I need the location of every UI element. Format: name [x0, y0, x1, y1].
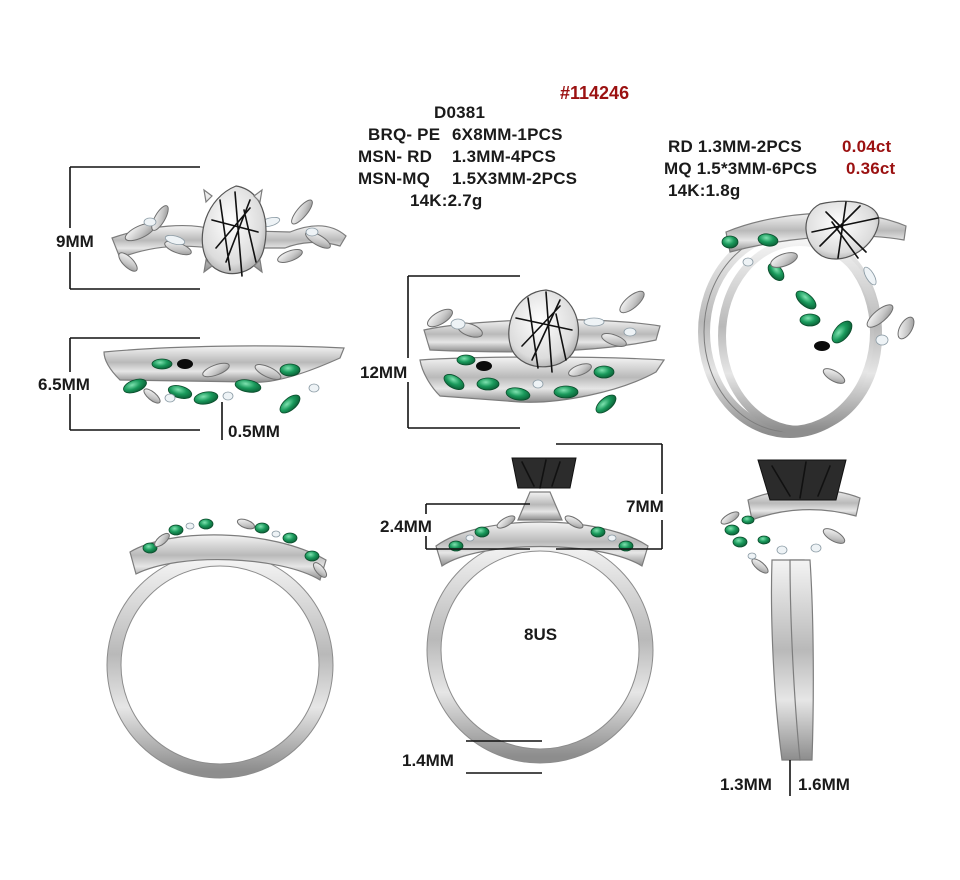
band-metal-weight: 14K:1.8g: [668, 181, 741, 200]
top-view-ring: [111, 185, 347, 277]
set-side-view: [419, 289, 666, 414]
profile-depth-label: 2.4MM: [380, 517, 432, 536]
main-ring-metal-weight: 14K:2.7g: [410, 191, 483, 210]
spec-row-prefix: MSN- RD: [358, 147, 433, 166]
spec-row-value: 1.5X3MM-2PCS: [452, 169, 578, 188]
band-spec-row: RD 1.3MM-2PCS: [668, 137, 802, 156]
top-height-label: 9MM: [56, 232, 94, 251]
set-height-label: 12MM: [360, 363, 408, 382]
shank-width-label: 1.4MM: [402, 751, 454, 770]
band-front-view: [106, 518, 334, 779]
shank-width-bracket: [466, 740, 542, 774]
design-code: D0381: [434, 103, 486, 122]
band-height-bracket: [69, 337, 223, 440]
band-height-label: 6.5MM: [38, 375, 90, 394]
ring-size-label: 8US: [524, 625, 558, 644]
side-ring-width-label: 1.6MM: [798, 775, 850, 794]
setting-height-bracket: [556, 443, 663, 550]
spec-row-prefix: BRQ- PE: [368, 125, 441, 144]
side-profile-view: [720, 459, 861, 761]
ring-front-view: [426, 457, 654, 764]
band-spec-carat: 0.04ct: [842, 137, 892, 156]
perspective-view: [698, 200, 915, 438]
band-spec-row: MQ 1.5*3MM-6PCS: [664, 159, 818, 178]
band-thickness-label: 0.5MM: [228, 422, 280, 441]
product-number: #114246: [560, 83, 630, 103]
top-height-bracket: [69, 166, 200, 290]
band-side-view: [103, 345, 345, 414]
profile-depth-bracket: [425, 503, 530, 550]
spec-row-value: 6X8MM-1PCS: [452, 125, 563, 144]
set-height-bracket: [407, 275, 520, 429]
side-band-width-label: 1.3MM: [720, 775, 772, 794]
spec-row-prefix: MSN-MQ: [358, 169, 431, 188]
setting-height-label: 7MM: [626, 497, 664, 516]
band-spec-carat: 0.36ct: [846, 159, 896, 178]
spec-row-value: 1.3MM-4PCS: [452, 147, 557, 166]
